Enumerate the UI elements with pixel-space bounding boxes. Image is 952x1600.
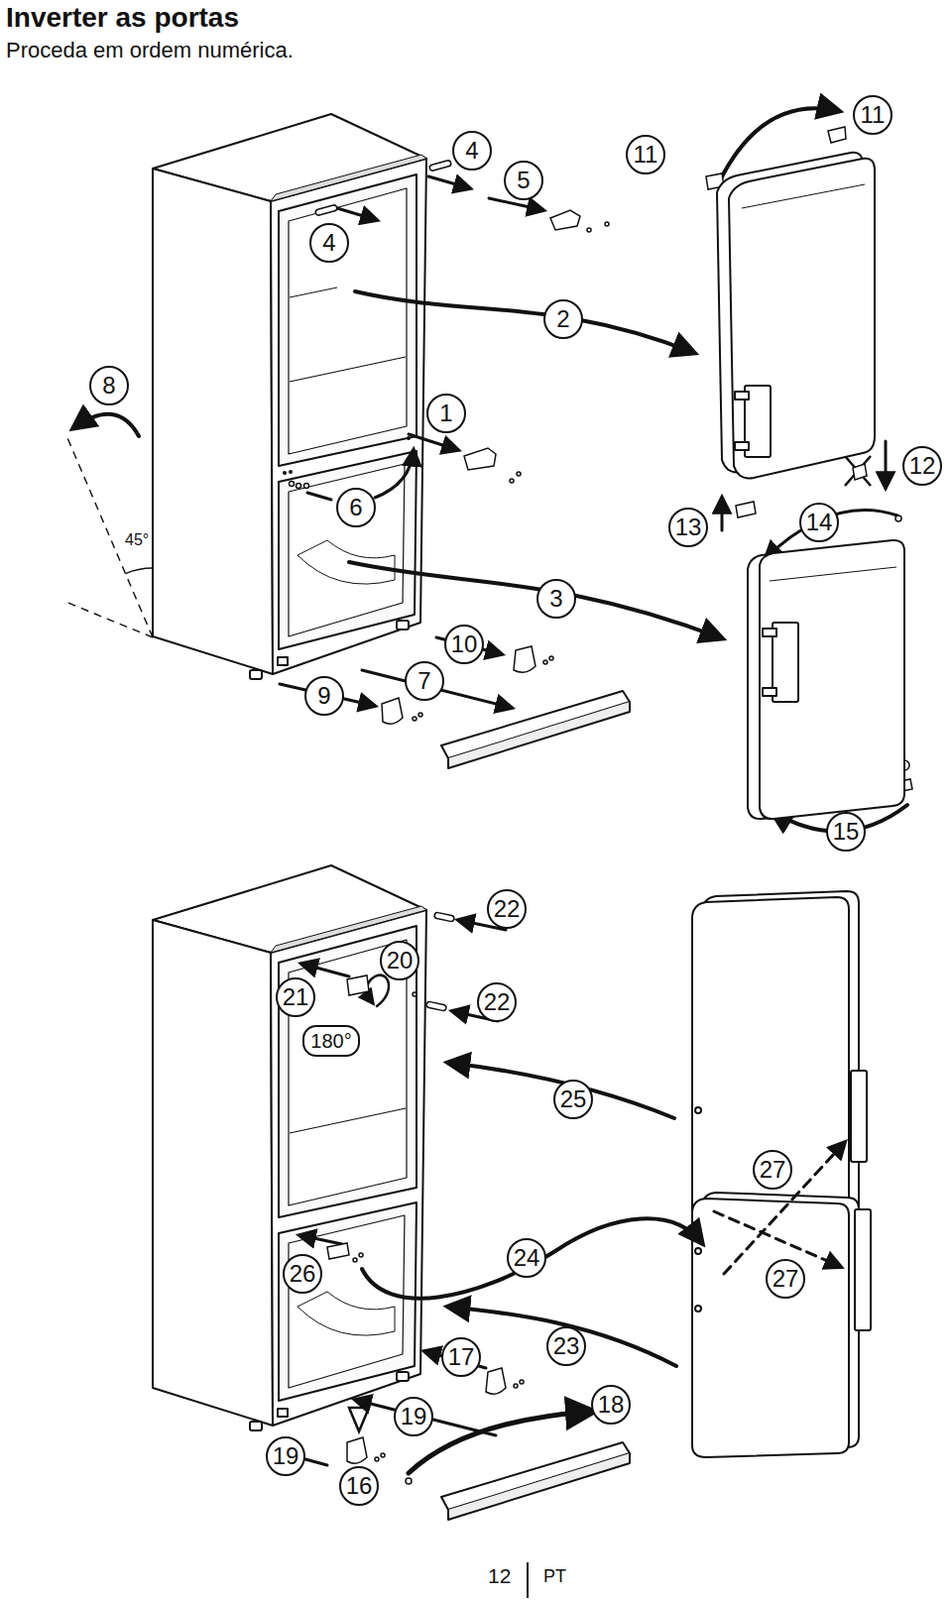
callout-number: 9 xyxy=(304,676,345,716)
callout-number: 23 xyxy=(546,1326,588,1368)
callout-text: 17 xyxy=(448,1345,476,1370)
callout-number: 17 xyxy=(441,1337,482,1379)
footer-rule xyxy=(526,1562,529,1599)
callout-text: 21 xyxy=(282,985,310,1010)
callout-text: 4 xyxy=(322,231,336,255)
callout-number: 16 xyxy=(339,1466,380,1508)
callout-text: 27 xyxy=(759,1158,787,1183)
page-number: 12 xyxy=(487,1564,511,1589)
callout-number: 22 xyxy=(476,982,518,1024)
callout-number: 26 xyxy=(282,1254,324,1296)
callout-text: 15 xyxy=(833,820,860,844)
callout-text: 3 xyxy=(549,587,563,611)
callout-number: 6 xyxy=(336,487,376,528)
callout-number: 20 xyxy=(379,941,421,982)
callout-text: 10 xyxy=(451,632,478,657)
callout-number: 8 xyxy=(89,365,129,406)
callout-number: 21 xyxy=(275,977,317,1019)
callout-text: 19 xyxy=(400,1405,428,1429)
callout-text: 8 xyxy=(102,373,116,398)
callout-number: 24 xyxy=(506,1238,548,1280)
callout-text: 12 xyxy=(909,454,937,478)
callout-number: 27 xyxy=(765,1259,807,1301)
callout-text: 4 xyxy=(465,138,478,163)
callout-text: 1 xyxy=(439,401,453,426)
door xyxy=(692,891,871,1458)
callout-text: 26 xyxy=(289,1262,317,1287)
callout-number: 11 xyxy=(852,95,893,135)
callout-number: 13 xyxy=(668,507,710,549)
callout-text: 19 xyxy=(272,1444,300,1469)
callout-text: 22 xyxy=(483,990,511,1015)
tilt-angle xyxy=(65,433,153,638)
callout-text: 7 xyxy=(417,669,431,694)
hinge-parts xyxy=(327,912,524,1485)
door xyxy=(716,152,905,820)
callout-number: 5 xyxy=(503,160,544,201)
callout-number: 19 xyxy=(265,1436,307,1478)
callout-number: 15 xyxy=(826,812,867,853)
callout-number: 19 xyxy=(393,1397,435,1438)
callout-text: 18 xyxy=(597,1393,625,1418)
callout-text: 5 xyxy=(516,168,530,193)
callout-number: 27 xyxy=(752,1150,794,1191)
callout-number: 3 xyxy=(536,579,577,619)
callout-text: 9 xyxy=(317,684,331,709)
fridge-body xyxy=(152,114,630,769)
fridge-body xyxy=(152,865,630,1521)
language-code: PT xyxy=(543,1566,567,1588)
callout-number: 1 xyxy=(426,393,467,434)
callout-text: 2 xyxy=(556,307,570,332)
callout-text: 180° xyxy=(310,1031,352,1052)
step-arrows xyxy=(283,920,845,1474)
angle-badge: 180° xyxy=(302,1025,359,1058)
callout-text: 27 xyxy=(772,1267,800,1292)
callout-number: 2 xyxy=(543,299,584,340)
callout-number: 12 xyxy=(902,446,944,487)
callout-text: 23 xyxy=(553,1334,581,1359)
callout-text: 6 xyxy=(349,495,362,520)
callout-number: 4 xyxy=(309,223,350,263)
callout-number: 7 xyxy=(404,661,445,702)
callout-text: 11 xyxy=(633,142,659,167)
page-title: Inverter as portas xyxy=(5,1,239,34)
callout-text: 25 xyxy=(560,1087,588,1112)
callout-number: 18 xyxy=(591,1385,632,1427)
subtitle: Proceda em ordem numérica. xyxy=(5,37,294,63)
callout-text: 16 xyxy=(346,1474,373,1499)
callout-text: 22 xyxy=(493,897,521,922)
callout-text: 24 xyxy=(513,1246,541,1271)
callout-number: 11 xyxy=(625,134,666,175)
callout-text: 14 xyxy=(806,510,833,535)
callout-number: 10 xyxy=(444,624,485,666)
callout-text: 13 xyxy=(675,515,703,540)
callout-text: 11 xyxy=(860,103,886,127)
step-arrows xyxy=(73,108,908,832)
callout-number: 22 xyxy=(486,889,528,931)
callout-number: 14 xyxy=(799,502,840,544)
callout-number: 25 xyxy=(553,1079,595,1121)
callout-text: 20 xyxy=(386,949,414,973)
callout-number: 4 xyxy=(452,130,492,171)
angle-label: 45° xyxy=(122,531,151,550)
